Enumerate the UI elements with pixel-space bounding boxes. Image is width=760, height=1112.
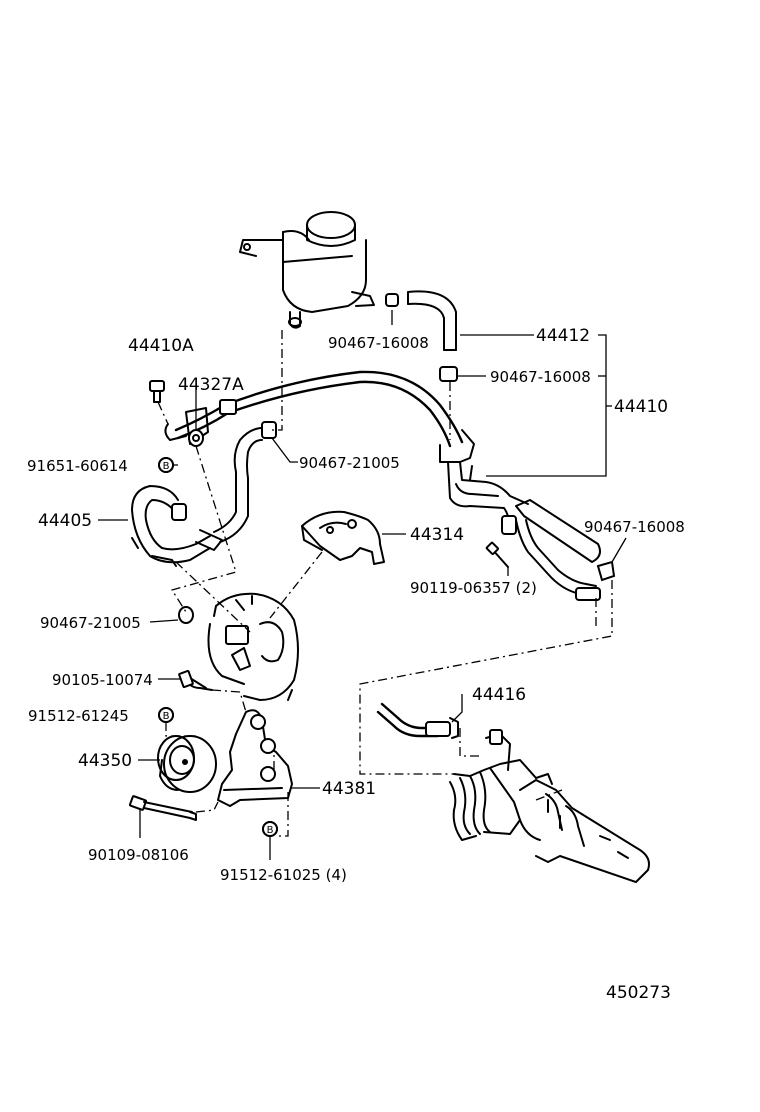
marker-b-1-letter: B	[163, 461, 170, 472]
clamp-90467-16008-c	[596, 560, 616, 582]
reservoir-tank	[239, 211, 375, 329]
clamp-90467-21005-a	[178, 606, 194, 624]
label-91512-61245: 91512-61245	[28, 707, 129, 725]
callout-labels: 44410A 44327A 90467-16008 44412 90467-16…	[27, 326, 685, 1003]
marker-b-2-letter: B	[163, 711, 170, 722]
return-tube-44416	[376, 702, 459, 739]
pressure-feed-tube	[164, 370, 464, 448]
pulley-44350	[157, 735, 217, 793]
label-91651-60614: 91651-60614	[27, 457, 128, 475]
bolt-90105-10074	[178, 669, 213, 691]
suction-hose	[213, 421, 277, 543]
label-90119-06357: 90119-06357 (2)	[410, 579, 537, 597]
label-90467-16008-a: 90467-16008	[328, 334, 429, 352]
pressure-line-assembly-44410	[439, 429, 601, 601]
union-bolt-44410A	[149, 380, 165, 403]
gasket-44327A	[188, 429, 204, 447]
label-90109-08106: 90109-08106	[88, 846, 189, 864]
marker-b-3: B	[262, 821, 278, 837]
dashed-assembly-lines	[157, 330, 613, 837]
clamp-90467-16008-b	[439, 366, 458, 382]
marker-b-2: B	[158, 707, 174, 723]
bracket-44381	[217, 709, 293, 807]
label-90467-16008-b: 90467-16008	[490, 368, 591, 386]
label-44314: 44314	[410, 525, 464, 545]
label-44350: 44350	[78, 751, 132, 771]
bolt-90119-06357	[485, 541, 509, 568]
steering-gear-rack	[449, 729, 650, 883]
label-44412: 44412	[536, 326, 590, 346]
label-90467-16008-c: 90467-16008	[584, 518, 685, 536]
label-91512-61025: 91512-61025 (4)	[220, 866, 347, 884]
hose-44405	[131, 485, 223, 567]
label-44381: 44381	[322, 779, 376, 799]
diagram-code: 450273	[606, 983, 671, 1003]
return-hose-44412	[385, 290, 457, 351]
leader-lines	[98, 310, 627, 860]
label-90105-10074: 90105-10074	[52, 671, 153, 689]
label-44416: 44416	[472, 685, 526, 705]
label-90467-21005-a: 90467-21005	[299, 454, 400, 472]
label-44410: 44410	[614, 397, 668, 417]
label-44410A: 44410A	[128, 336, 194, 356]
bolt-90109-08106	[128, 795, 197, 821]
marker-b-1: B	[158, 457, 174, 473]
label-90467-21005-b: 90467-21005	[40, 614, 141, 632]
label-44405: 44405	[38, 511, 92, 531]
bracket-44314	[301, 510, 385, 565]
marker-b-3-letter: B	[267, 825, 274, 836]
label-44327A: 44327A	[178, 375, 244, 395]
power-steering-pump	[207, 592, 299, 701]
